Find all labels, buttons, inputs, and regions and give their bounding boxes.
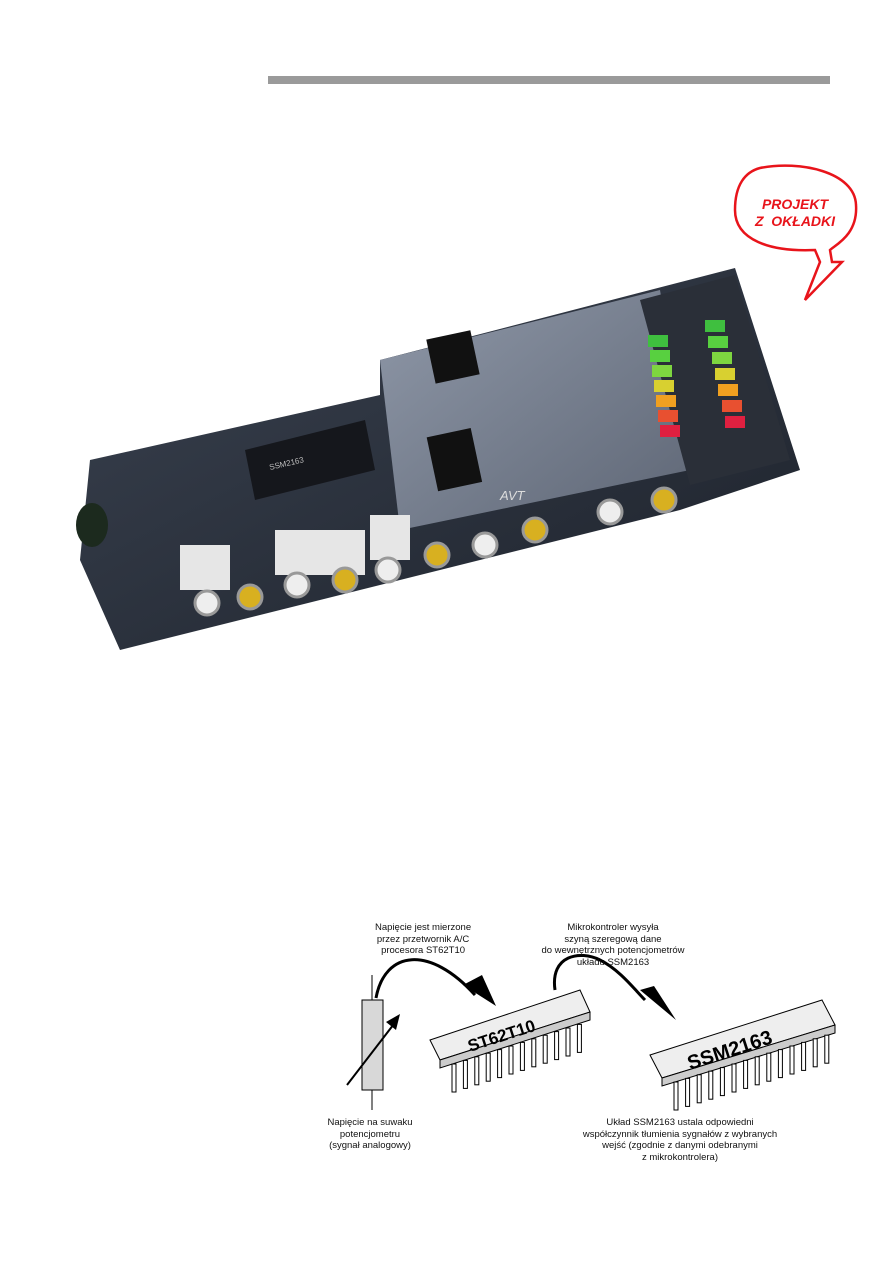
chip-pin: [673, 1081, 679, 1111]
chip-pin: [696, 1074, 702, 1104]
arrow-to-st62t10: [374, 958, 477, 999]
svg-text:AVT: AVT: [499, 488, 526, 503]
chip-pin: [576, 1023, 582, 1053]
chip-pin: [801, 1041, 807, 1071]
chip-pin: [519, 1041, 525, 1071]
chip-pin: [497, 1049, 503, 1079]
chip-st62t10: ST62T10: [429, 989, 591, 1093]
header-rule: [268, 76, 830, 84]
arrow-to-ssm2163: [553, 953, 647, 1002]
chip-pin: [508, 1045, 514, 1075]
chip-pin: [731, 1063, 737, 1093]
svg-text:PROJEKT: PROJEKT: [762, 196, 830, 212]
chip-pin: [474, 1056, 480, 1086]
chip-pin: [789, 1045, 795, 1075]
rca-jacks: [180, 486, 678, 617]
chip-ssm2163: SSM2163: [649, 999, 836, 1111]
svg-text:Z OKŁADKI: Z OKŁADKI: [754, 213, 836, 229]
chip-pin: [685, 1077, 691, 1107]
chip-pin: [754, 1056, 760, 1086]
chip-pin: [565, 1027, 571, 1057]
chip-pin: [812, 1038, 818, 1068]
potentiometer-symbol: [346, 975, 400, 1110]
capacitor: [76, 503, 108, 547]
chip-pin: [777, 1049, 783, 1079]
chip-pin: [462, 1059, 468, 1089]
pcb-photo: SSM2163 AVT: [76, 268, 800, 650]
cover-project-badge: PROJEKT Z OKŁADKI: [733, 164, 858, 301]
chip-pin: [451, 1063, 457, 1093]
chip-pin: [554, 1031, 560, 1061]
chip-pin: [542, 1034, 548, 1064]
chip-pin: [824, 1034, 830, 1064]
ssm2163-chip: [245, 420, 375, 500]
chip-pin: [531, 1038, 537, 1068]
chip-pin: [708, 1070, 714, 1100]
chip-pin: [719, 1067, 725, 1097]
chip-pin: [743, 1059, 749, 1089]
chip-pin: [485, 1052, 491, 1082]
led-bar: [648, 320, 745, 437]
chip-pin: [766, 1052, 772, 1082]
